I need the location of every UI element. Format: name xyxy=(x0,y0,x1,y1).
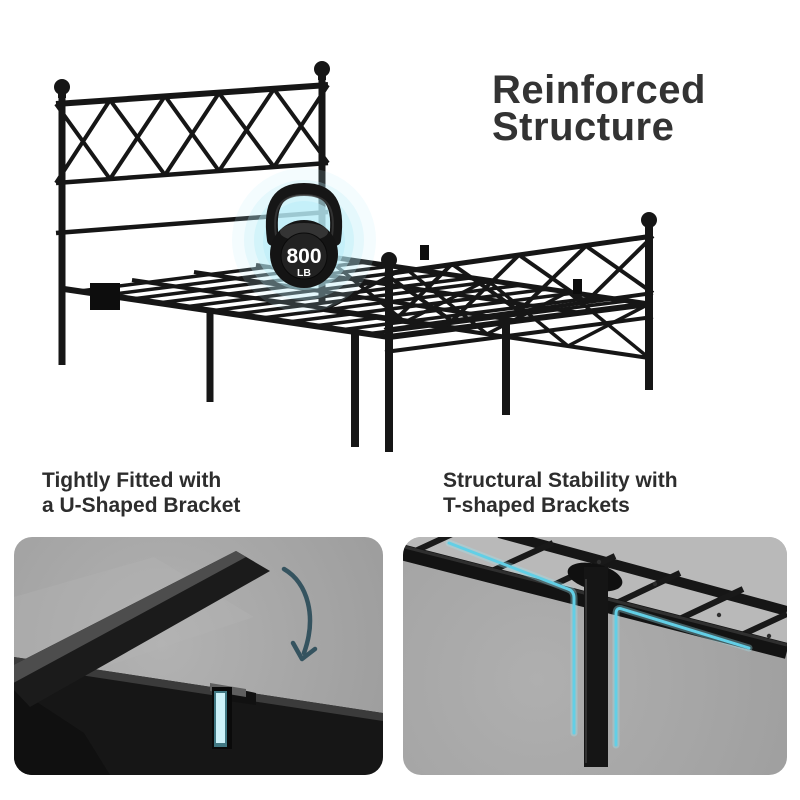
headline-line-1: Reinforced xyxy=(492,68,706,112)
side-rail-bracket xyxy=(90,283,120,310)
headline: Reinforced Structure xyxy=(492,68,706,149)
bed-frame-illustration: 800 LB xyxy=(54,61,657,452)
screw-dots xyxy=(596,559,772,639)
t-bracket-detail-photo xyxy=(403,537,787,775)
weight-unit: LB xyxy=(297,267,311,279)
caption-line: a U-Shaped Bracket xyxy=(42,494,241,517)
caption-line: Tightly Fitted with xyxy=(42,469,222,492)
t-bracket-leg xyxy=(567,562,623,767)
u-bracket-highlight xyxy=(210,683,256,749)
hero-section: 800 LB Reinforced Structure xyxy=(54,61,706,452)
feature-caption-t-bracket: Structural Stability with T-shaped Brack… xyxy=(443,468,678,518)
kettlebell-weight-icon: 800 LB xyxy=(232,168,376,312)
rail-hooks xyxy=(420,245,582,294)
u-bracket-detail-photo xyxy=(14,537,383,775)
feature-caption-u-bracket: Tightly Fitted with a U-Shaped Bracket xyxy=(42,468,240,518)
caption-line: Structural Stability with xyxy=(443,469,678,492)
footboard-lattice xyxy=(383,233,655,354)
curved-arrow-icon xyxy=(281,566,318,662)
caption-line: T-shaped Brackets xyxy=(443,494,630,517)
headline-line-2: Structure xyxy=(492,105,675,149)
ball-finials xyxy=(54,61,657,271)
weight-value: 800 xyxy=(286,245,321,268)
bracket-highlight-lines xyxy=(445,539,753,749)
